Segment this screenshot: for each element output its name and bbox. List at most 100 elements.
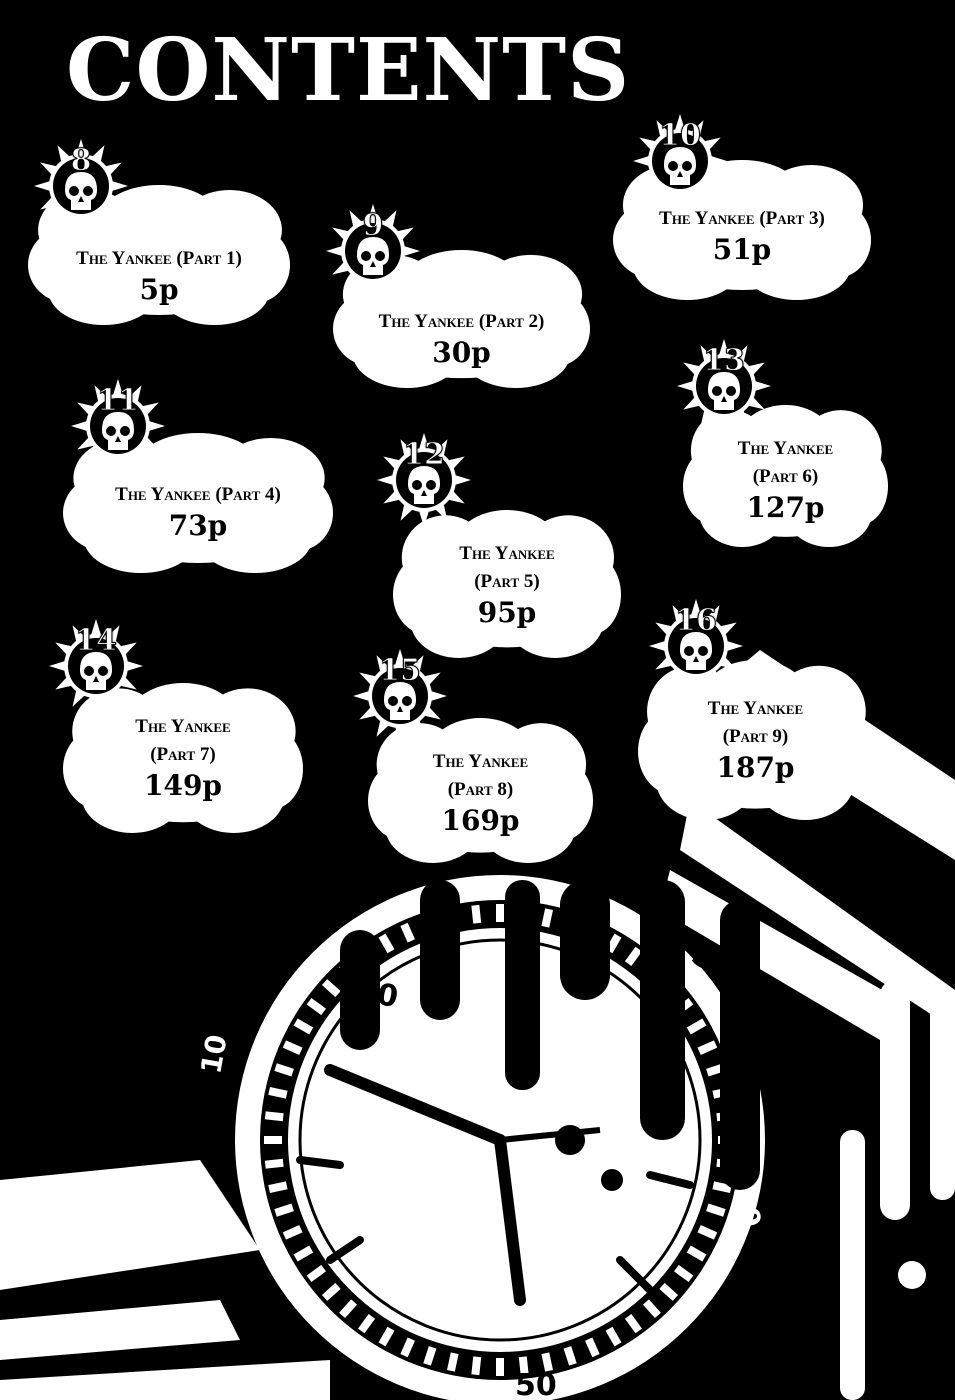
entry-text: The Yankee(Part 6)127p bbox=[683, 435, 888, 525]
bezel-tick bbox=[541, 908, 553, 928]
bezel-tick bbox=[321, 1282, 341, 1301]
entry-page-number: 30p bbox=[432, 336, 491, 369]
bezel-tick bbox=[624, 946, 642, 966]
entry-title: The Yankee (Part 1) bbox=[76, 248, 242, 269]
bezel-tick bbox=[624, 1314, 642, 1334]
contents-entry[interactable]: The Yankee (Part 2)30p bbox=[333, 250, 590, 388]
contents-entry[interactable]: The Yankee (Part 9) 187p bbox=[638, 660, 873, 820]
bezel-tick bbox=[518, 1356, 529, 1376]
bezel-tick bbox=[293, 1018, 314, 1035]
contents-entry[interactable]: The Yankee (Part 4) 73p bbox=[63, 433, 333, 573]
entry-title-line1: The Yankee bbox=[707, 698, 804, 719]
chapter-number: 10 bbox=[659, 118, 702, 153]
entry-title-line1: The Yankee bbox=[737, 438, 834, 459]
skull-icon bbox=[49, 619, 143, 713]
bezel-tick bbox=[697, 1040, 718, 1055]
bezel-tick bbox=[447, 1352, 459, 1372]
bezel-tick bbox=[321, 979, 341, 998]
bezel-number: 30 bbox=[354, 973, 401, 1015]
entry-title-line2: (Part 7) bbox=[150, 744, 216, 765]
chapter-badge: 13 bbox=[676, 338, 772, 434]
cloud-bubble bbox=[28, 185, 290, 325]
bezel-tick bbox=[400, 1337, 415, 1358]
entry-text: The Yankee (Part 7) 149p bbox=[63, 713, 303, 803]
bezel-tick bbox=[712, 1181, 732, 1193]
entry-text: The Yankee (Part 3) 51p bbox=[613, 205, 871, 267]
bezel-tick bbox=[274, 1203, 294, 1217]
bezel-tick bbox=[423, 1346, 437, 1366]
entry-page-number: 51p bbox=[712, 233, 772, 266]
entry-page-number: 5p bbox=[139, 273, 179, 306]
bezel-tick bbox=[264, 1111, 284, 1122]
bezel-number: 50 bbox=[515, 1368, 557, 1400]
bezel-tick bbox=[706, 1203, 726, 1217]
bezel-tick bbox=[659, 1282, 679, 1301]
bezel-tick bbox=[471, 1356, 482, 1376]
skull-icon bbox=[677, 339, 771, 433]
page-title: CONTENTS bbox=[66, 20, 631, 121]
entry-page-number: 187p bbox=[716, 751, 795, 784]
entry-page-number: 149p bbox=[143, 769, 223, 802]
entry-text: The Yankee(Part 8)169p bbox=[368, 748, 593, 838]
bezel-tick bbox=[605, 933, 622, 954]
chapter-badge: 10 bbox=[632, 113, 728, 209]
contents-entry[interactable]: The Yankee(Part 8)169p bbox=[368, 718, 593, 863]
entry-title: The Yankee (Part 4) bbox=[115, 484, 281, 505]
chapter-number: 13 bbox=[703, 343, 746, 378]
chapter-badge: 11 bbox=[70, 378, 166, 474]
bezel-tick bbox=[293, 1245, 314, 1262]
entry-text: The Yankee (Part 2)30p bbox=[333, 308, 590, 370]
cloud-bubble bbox=[613, 160, 871, 300]
chapter-number: 15 bbox=[379, 653, 422, 688]
bezel-tick bbox=[686, 1018, 707, 1035]
entry-title-line2: (Part 9) bbox=[722, 726, 789, 747]
chapter-badge: 15 bbox=[352, 648, 448, 744]
bezel-tick bbox=[358, 1314, 376, 1334]
entry-title-line2: (Part 5) bbox=[474, 571, 540, 592]
bezel-tick bbox=[282, 1040, 303, 1055]
chapter-badge: 8 bbox=[33, 138, 129, 234]
skull-icon bbox=[353, 649, 447, 743]
entry-title-line1: The Yankee bbox=[459, 543, 555, 564]
bezel-tick bbox=[697, 1225, 718, 1240]
chapter-number: 8 bbox=[70, 143, 92, 178]
chapter-number: 14 bbox=[75, 623, 118, 658]
chapter-badge: 9 bbox=[325, 203, 421, 299]
skull-icon bbox=[649, 599, 743, 693]
bezel-tick bbox=[674, 1264, 694, 1282]
entry-text: The Yankee (Part 1) 5p bbox=[28, 245, 290, 307]
bezel-tick bbox=[471, 904, 482, 924]
bezel-tick bbox=[268, 1181, 288, 1193]
contents-entry[interactable]: The Yankee (Part 7) 149p bbox=[63, 683, 303, 833]
entry-page-number: 169p bbox=[441, 804, 520, 837]
contents-entry[interactable]: The Yankee (Part 1) 5p bbox=[28, 185, 290, 325]
bezel-tick bbox=[274, 1063, 294, 1077]
entry-page-number: 95p bbox=[477, 596, 537, 629]
chapter-number: 12 bbox=[403, 437, 446, 472]
contents-entry[interactable]: The Yankee(Part 6)127p bbox=[683, 405, 888, 547]
bezel-tick bbox=[686, 1245, 707, 1262]
contents-entry[interactable]: The Yankee (Part 3) 51p bbox=[613, 160, 871, 300]
entry-text: The Yankee (Part 5) 95p bbox=[393, 540, 621, 630]
skull-icon bbox=[633, 114, 727, 208]
entry-title-line1: The Yankee bbox=[432, 751, 529, 772]
skull-icon bbox=[326, 204, 420, 298]
chapter-badge: 16 bbox=[648, 598, 744, 694]
skull-icon bbox=[377, 433, 471, 527]
skull-icon bbox=[34, 139, 128, 233]
cloud-bubble bbox=[63, 433, 333, 573]
contents-entry[interactable]: The Yankee (Part 5) 95p bbox=[393, 510, 621, 658]
entry-title: The Yankee (Part 3) bbox=[659, 208, 825, 229]
entry-page-number: 73p bbox=[168, 509, 228, 542]
cloud-bubble bbox=[368, 718, 593, 863]
entry-text: The Yankee (Part 4) 73p bbox=[63, 481, 333, 543]
cloud-bubble bbox=[393, 510, 621, 658]
entry-title-line1: The Yankee bbox=[135, 716, 231, 737]
bezel-tick bbox=[378, 1326, 395, 1347]
chapter-number: 16 bbox=[675, 603, 718, 638]
entry-page-number: 127p bbox=[746, 491, 825, 524]
chapter-badge: 14 bbox=[48, 618, 144, 714]
bezel-number: 10 bbox=[194, 1032, 233, 1076]
cloud-bubble bbox=[333, 250, 590, 388]
bezel-tick bbox=[306, 998, 326, 1016]
